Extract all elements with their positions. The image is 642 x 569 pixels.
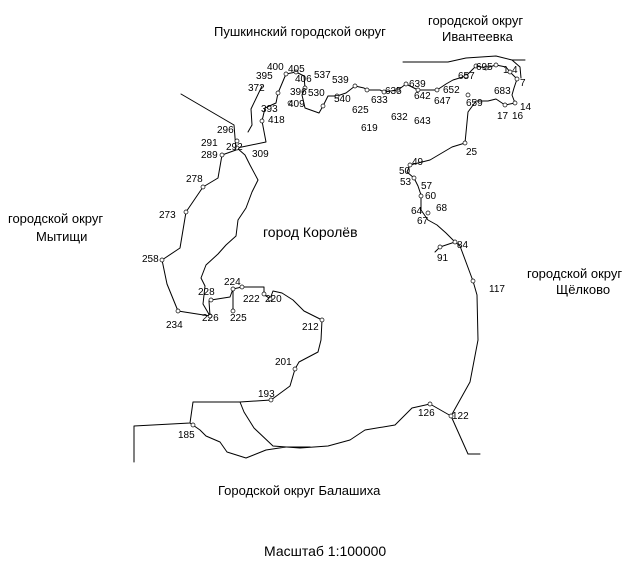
point-label-60: 60	[425, 191, 437, 202]
scale-label: Масштаб 1:100000	[264, 543, 386, 559]
point-label-225: 225	[230, 313, 247, 324]
point-label-64: 64	[411, 206, 423, 217]
point-label-635: 635	[385, 86, 402, 97]
point-label-220: 220	[265, 294, 282, 305]
point-label-212: 212	[302, 322, 319, 333]
point-label-632: 632	[391, 112, 408, 123]
point-label-619: 619	[361, 123, 378, 134]
point-label-201: 201	[275, 357, 292, 368]
point-label-222: 222	[243, 294, 260, 305]
region-pushkino-label: Пушкинский городской округ	[214, 24, 386, 39]
point-label-292: 292	[226, 142, 243, 153]
region-shchelkovo-label-line2: Щёлково	[556, 282, 610, 297]
boundary-pushkino-line	[247, 85, 263, 133]
point-label-372: 372	[248, 83, 265, 94]
region-ivanteevka-label-line1: городской округ	[428, 13, 523, 28]
boundary-mytishchi-line	[161, 93, 237, 317]
point-label-273: 273	[159, 210, 176, 221]
point-label-418: 418	[268, 115, 285, 126]
point-label-68: 68	[436, 203, 448, 214]
point-label-228: 228	[198, 287, 215, 298]
point-label-185: 185	[178, 430, 195, 441]
point-label-406: 406	[295, 74, 312, 85]
point-label-193: 193	[258, 389, 275, 400]
point-label-117: 117	[489, 284, 505, 295]
point-label-291: 291	[201, 138, 218, 149]
point-label-91: 91	[437, 253, 449, 264]
point-label-642: 642	[414, 91, 431, 102]
point-label-16: 16	[512, 111, 524, 122]
point-labels: 1 4 7 14 16 17 25 49 50 53 57 60 64 67 6…	[142, 62, 532, 441]
point-label-224: 224	[224, 277, 241, 288]
boundary-shchelkovo-line	[450, 280, 481, 455]
point-label-309: 309	[252, 149, 269, 160]
point-label-4: 4	[512, 65, 518, 76]
point-label-296: 296	[217, 125, 234, 136]
point-label-234: 234	[166, 320, 183, 331]
point-label-540: 540	[334, 94, 351, 105]
point-label-652: 652	[443, 85, 460, 96]
point-label-633: 633	[371, 95, 388, 106]
point-label-647: 647	[434, 96, 451, 107]
point-label-17: 17	[497, 111, 509, 122]
region-mytishchi-label-line2: Мытищи	[36, 229, 87, 244]
boundary-vertices	[159, 62, 520, 428]
point-label-289: 289	[201, 150, 218, 161]
point-label-409: 409	[288, 99, 305, 110]
point-label-14: 14	[520, 102, 532, 113]
point-label-50: 50	[399, 166, 411, 177]
point-label-530: 530	[308, 88, 325, 99]
point-label-258: 258	[142, 254, 159, 265]
region-ivanteevka-label-line2: Ивантеевка	[442, 29, 514, 44]
point-label-7: 7	[520, 78, 526, 89]
point-label-539: 539	[332, 75, 349, 86]
point-label-537: 537	[314, 70, 331, 81]
point-label-1: 1	[503, 65, 509, 76]
point-label-126: 126	[418, 408, 435, 419]
city-korolev-label: город Королёв	[263, 224, 358, 240]
region-mytishchi-label-line1: городской округ	[8, 211, 103, 226]
point-label-278: 278	[186, 174, 203, 185]
point-label-226: 226	[202, 313, 219, 324]
point-label-122: 122	[452, 411, 469, 422]
point-label-683: 683	[494, 86, 511, 97]
boundary-balashikha-line	[133, 399, 272, 463]
point-label-393: 393	[261, 104, 278, 115]
region-balashikha-label: Городской округ Балашиха	[218, 483, 381, 498]
region-shchelkovo-label-line1: городской округ	[527, 266, 622, 281]
point-label-405: 405	[288, 64, 305, 75]
point-label-67: 67	[417, 216, 429, 227]
point-label-49: 49	[412, 157, 424, 168]
point-label-57: 57	[421, 181, 433, 192]
point-label-25: 25	[466, 147, 478, 158]
point-label-396: 396	[290, 87, 307, 98]
point-label-400: 400	[267, 62, 284, 73]
point-label-639: 639	[409, 79, 426, 90]
point-label-695: 695	[476, 62, 493, 73]
point-label-659: 659	[466, 98, 483, 109]
boundary-korolev	[189, 64, 518, 459]
point-label-395: 395	[256, 71, 273, 82]
point-label-657: 657	[458, 71, 475, 82]
point-label-53: 53	[400, 177, 412, 188]
point-label-643: 643	[414, 116, 431, 127]
point-label-625: 625	[352, 105, 369, 116]
boundary-ivanteevka-line	[402, 55, 526, 79]
point-label-84: 84	[457, 240, 469, 251]
